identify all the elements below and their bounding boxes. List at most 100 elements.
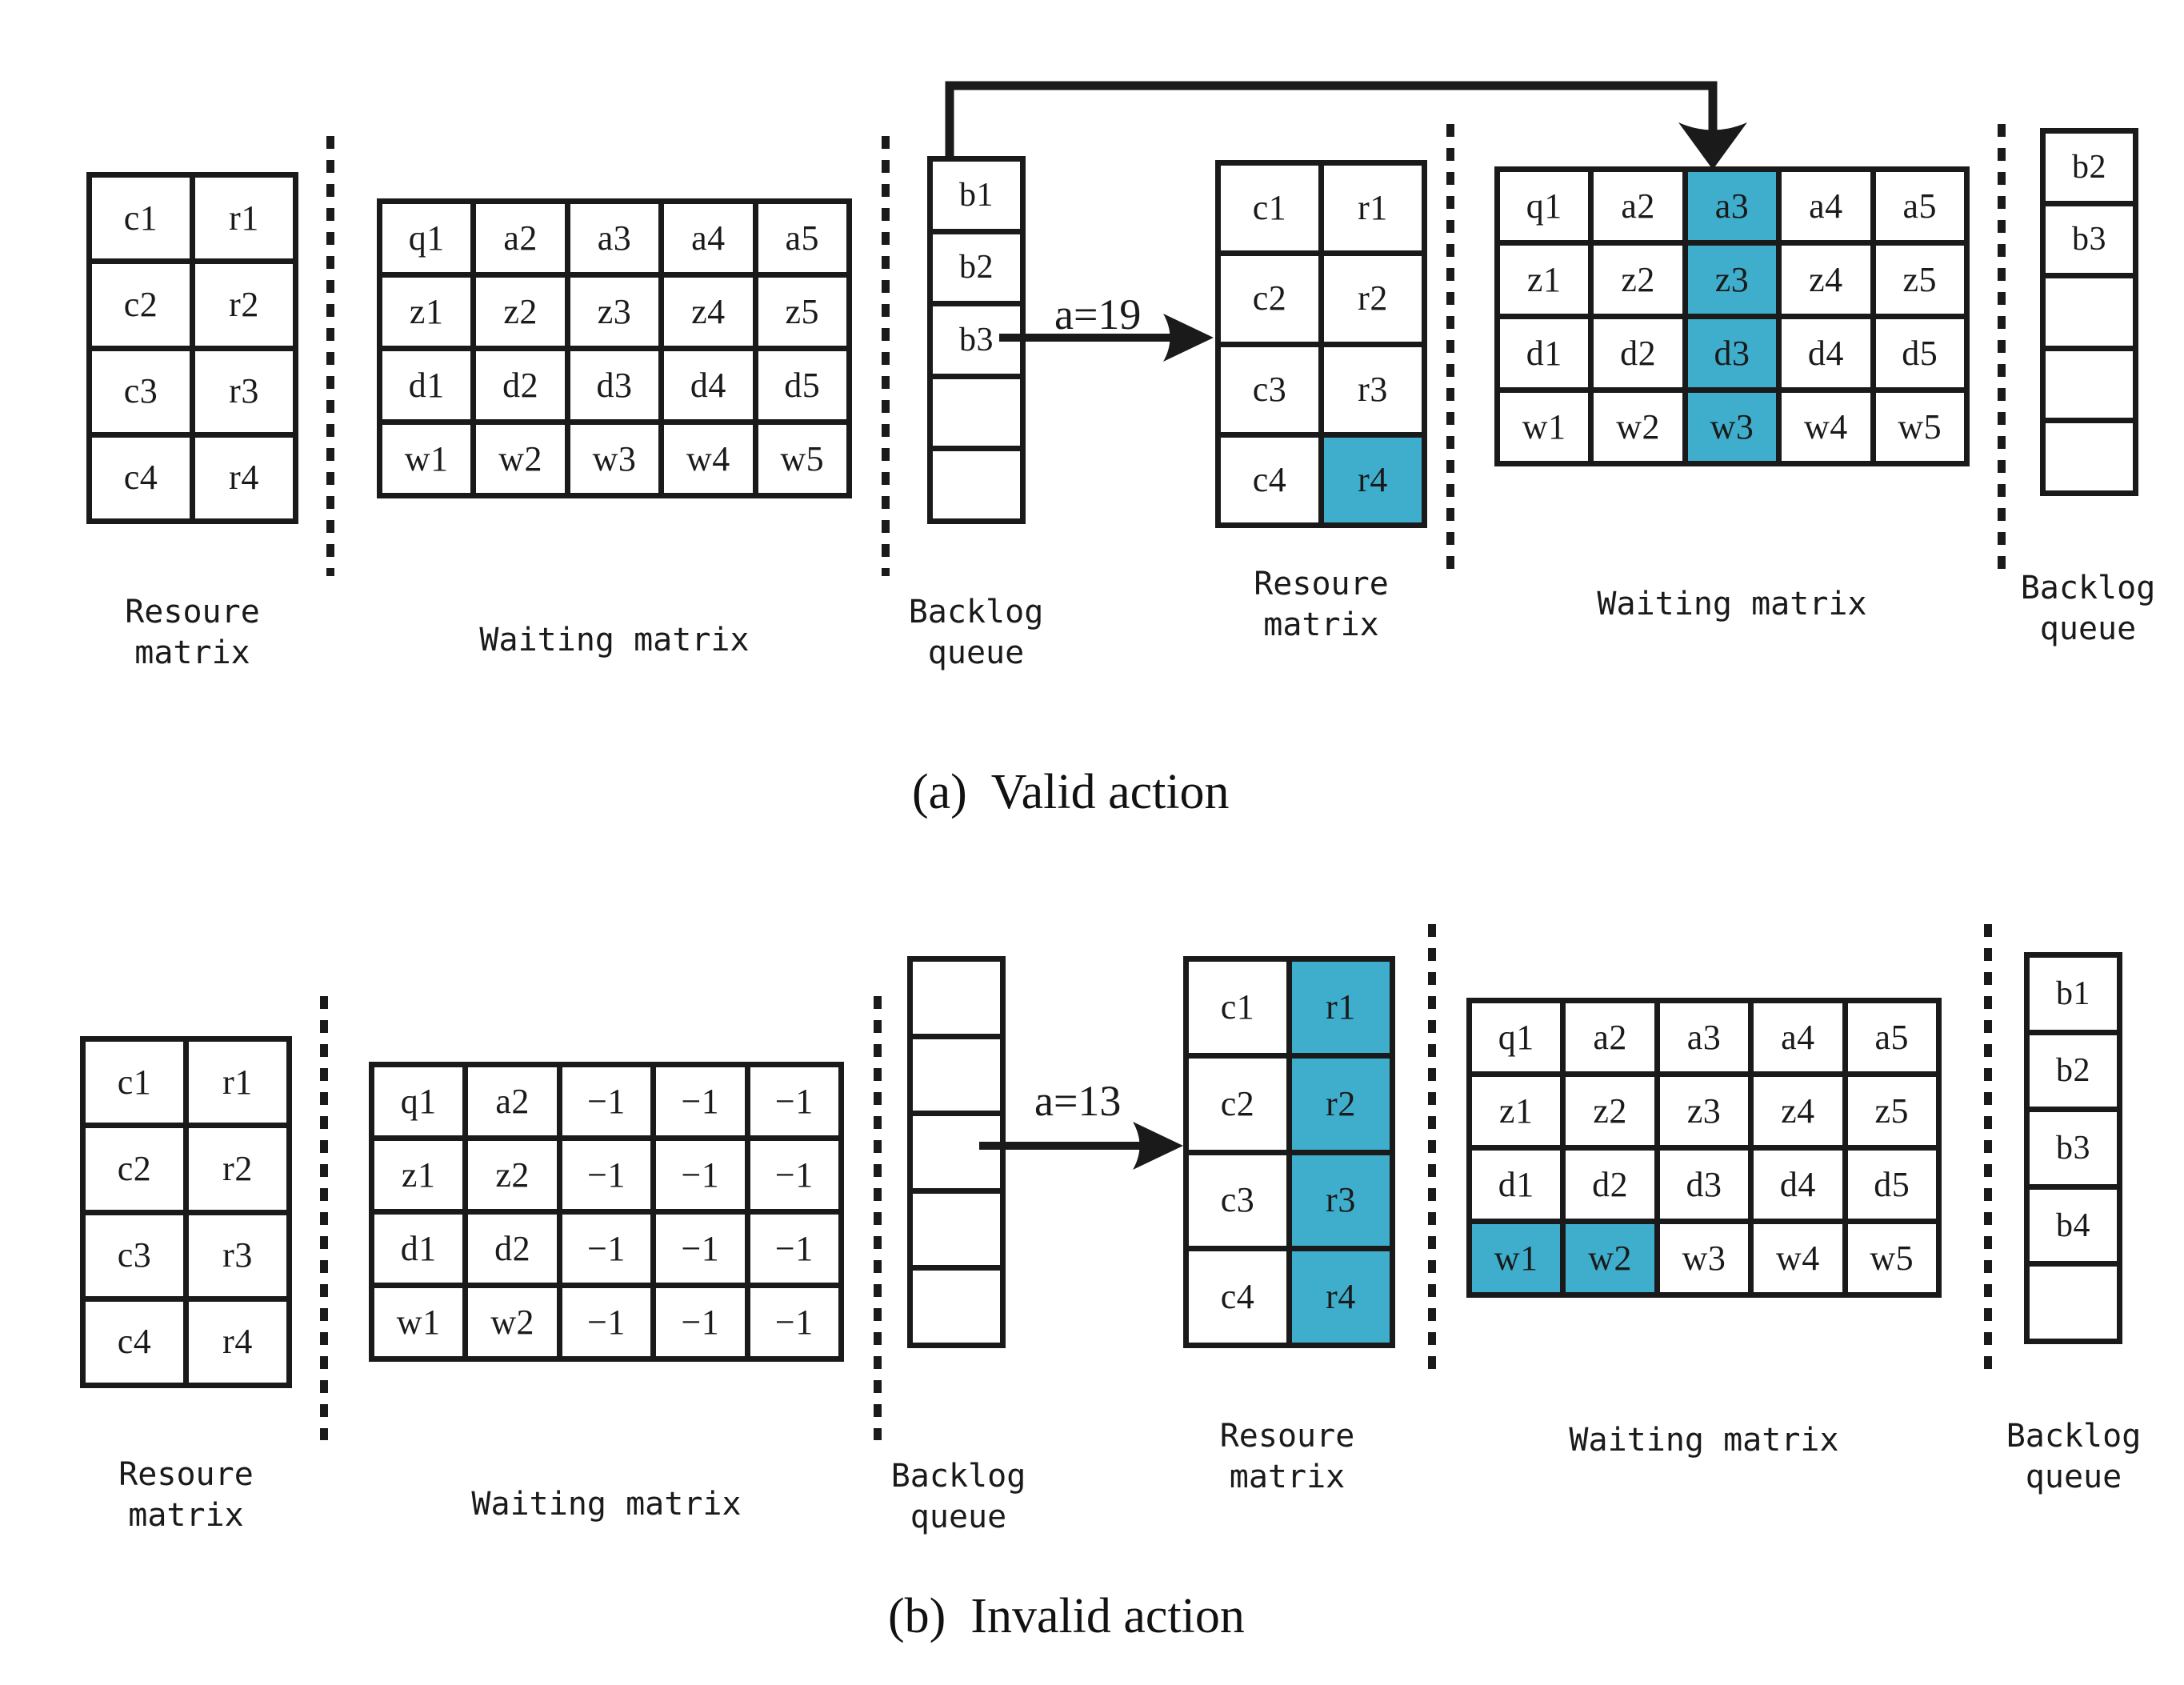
grid-cell: c1 [1189, 962, 1286, 1053]
grid-cell: d4 [1754, 1151, 1842, 1219]
grid-cell: −1 [562, 1288, 651, 1356]
grid-cell-empty [913, 1271, 1000, 1343]
panel-a-before-resource-matrix-label: Resoure matrix [125, 594, 260, 672]
grid-cell: r4 [1324, 437, 1422, 522]
grid-cell: c3 [86, 1215, 183, 1296]
grid-cell: c2 [1221, 256, 1318, 342]
grid-cell: z5 [1875, 246, 1964, 314]
grid-cell: d1 [1472, 1151, 1561, 1219]
grid-cell: w3 [570, 425, 659, 493]
panel-b-separator-3 [1428, 924, 1436, 1376]
grid-cell: w2 [1566, 1224, 1654, 1292]
grid-cell: d3 [1687, 319, 1777, 387]
grid-cell: c2 [86, 1128, 183, 1210]
panel-a-before-backlog-queue-label: Backlog queue [908, 594, 1044, 672]
grid-cell: c1 [86, 1042, 183, 1123]
panel-b-after-waiting-matrix-label: Waiting matrix [1569, 1422, 1839, 1459]
panel-a-action-label: a=19 [1054, 290, 1142, 338]
grid-cell: r2 [189, 1128, 286, 1210]
grid-cell: d5 [1875, 319, 1964, 387]
grid-cell: c1 [1221, 166, 1318, 251]
grid-cell: a4 [1782, 172, 1870, 240]
grid-cell: r4 [189, 1301, 286, 1383]
grid-cell: −1 [656, 1288, 745, 1356]
grid-cell: w5 [758, 425, 846, 493]
panel-a-after-resource-matrix-label: Resoure matrix [1254, 566, 1389, 644]
grid-cell: −1 [750, 1067, 838, 1135]
grid-cell: w1 [1500, 393, 1589, 461]
grid-cell: −1 [562, 1067, 651, 1135]
grid-cell: −1 [562, 1215, 651, 1283]
grid-cell: d4 [664, 351, 753, 419]
grid-cell: w1 [374, 1288, 463, 1356]
grid-cell: r1 [1292, 962, 1390, 1053]
grid-cell: z1 [1500, 246, 1589, 314]
grid-cell: a2 [476, 204, 565, 272]
grid-cell: r1 [1324, 166, 1422, 251]
grid-cell: q1 [382, 204, 471, 272]
grid-cell: z2 [476, 278, 565, 346]
grid-cell: −1 [750, 1141, 838, 1209]
grid-cell-empty [933, 378, 1020, 446]
grid-cell: a3 [1687, 172, 1777, 240]
grid-cell: a3 [570, 204, 659, 272]
grid-cell: c2 [1189, 1058, 1286, 1150]
grid-cell: c3 [1221, 346, 1318, 432]
grid-cell: r3 [195, 350, 293, 432]
grid-cell: w3 [1687, 393, 1777, 461]
panel-a-separator-2 [882, 136, 890, 576]
grid-cell: d3 [570, 351, 659, 419]
grid-cell: c3 [92, 350, 190, 432]
grid-cell: c4 [86, 1301, 183, 1383]
grid-cell: b1 [2030, 958, 2117, 1030]
panel-b-after-backlog-queue-label: Backlog queue [2006, 1418, 2142, 1496]
grid-cell: z4 [1754, 1077, 1842, 1145]
grid-cell: q1 [1472, 1003, 1561, 1071]
grid-cell: −1 [562, 1141, 651, 1209]
grid-cell: −1 [656, 1215, 745, 1283]
grid-cell: a4 [1754, 1003, 1842, 1071]
grid-cell: c3 [1189, 1155, 1286, 1247]
panel-a-caption: (a) Valid action [912, 765, 1230, 819]
grid-cell: a5 [758, 204, 846, 272]
grid-cell: q1 [374, 1067, 463, 1135]
grid-cell: z5 [758, 278, 846, 346]
grid-cell: z2 [1566, 1077, 1654, 1145]
panel-a-separator-1 [326, 136, 334, 576]
grid-cell: r1 [195, 178, 293, 259]
grid-cell: z3 [1659, 1077, 1749, 1145]
grid-cell: b2 [2046, 134, 2133, 201]
grid-cell: b1 [933, 162, 1020, 229]
grid-cell: r4 [1292, 1251, 1390, 1343]
grid-cell: r1 [189, 1042, 286, 1123]
panel-a-after-waiting-matrix-label: Waiting matrix [1597, 586, 1867, 622]
panel-b-transition-arrow [979, 1122, 1183, 1170]
grid-cell: r3 [1292, 1155, 1390, 1247]
panel-a-separator-3 [1446, 124, 1454, 572]
grid-cell: −1 [656, 1067, 745, 1135]
grid-cell: b4 [2030, 1189, 2117, 1262]
grid-cell-empty [913, 1039, 1000, 1111]
grid-cell: d3 [1659, 1151, 1749, 1219]
grid-cell: d2 [468, 1215, 557, 1283]
panel-b-caption: (b) Invalid action [888, 1589, 1245, 1643]
grid-cell: b3 [933, 306, 1020, 374]
grid-cell: r3 [1324, 346, 1422, 432]
panel-b-before-waiting-matrix-label: Waiting matrix [471, 1486, 742, 1523]
panel-a-separator-4 [1998, 124, 2006, 572]
grid-cell: b3 [2046, 206, 2133, 274]
grid-cell: w4 [1782, 393, 1870, 461]
grid-cell: z5 [1847, 1077, 1936, 1145]
panel-a-before-waiting-matrix-label: Waiting matrix [479, 622, 750, 658]
grid-cell-empty [2046, 423, 2133, 490]
grid-cell: w5 [1847, 1224, 1936, 1292]
grid-cell-empty [913, 1193, 1000, 1266]
grid-cell-empty [2046, 278, 2133, 346]
grid-cell: w2 [468, 1288, 557, 1356]
